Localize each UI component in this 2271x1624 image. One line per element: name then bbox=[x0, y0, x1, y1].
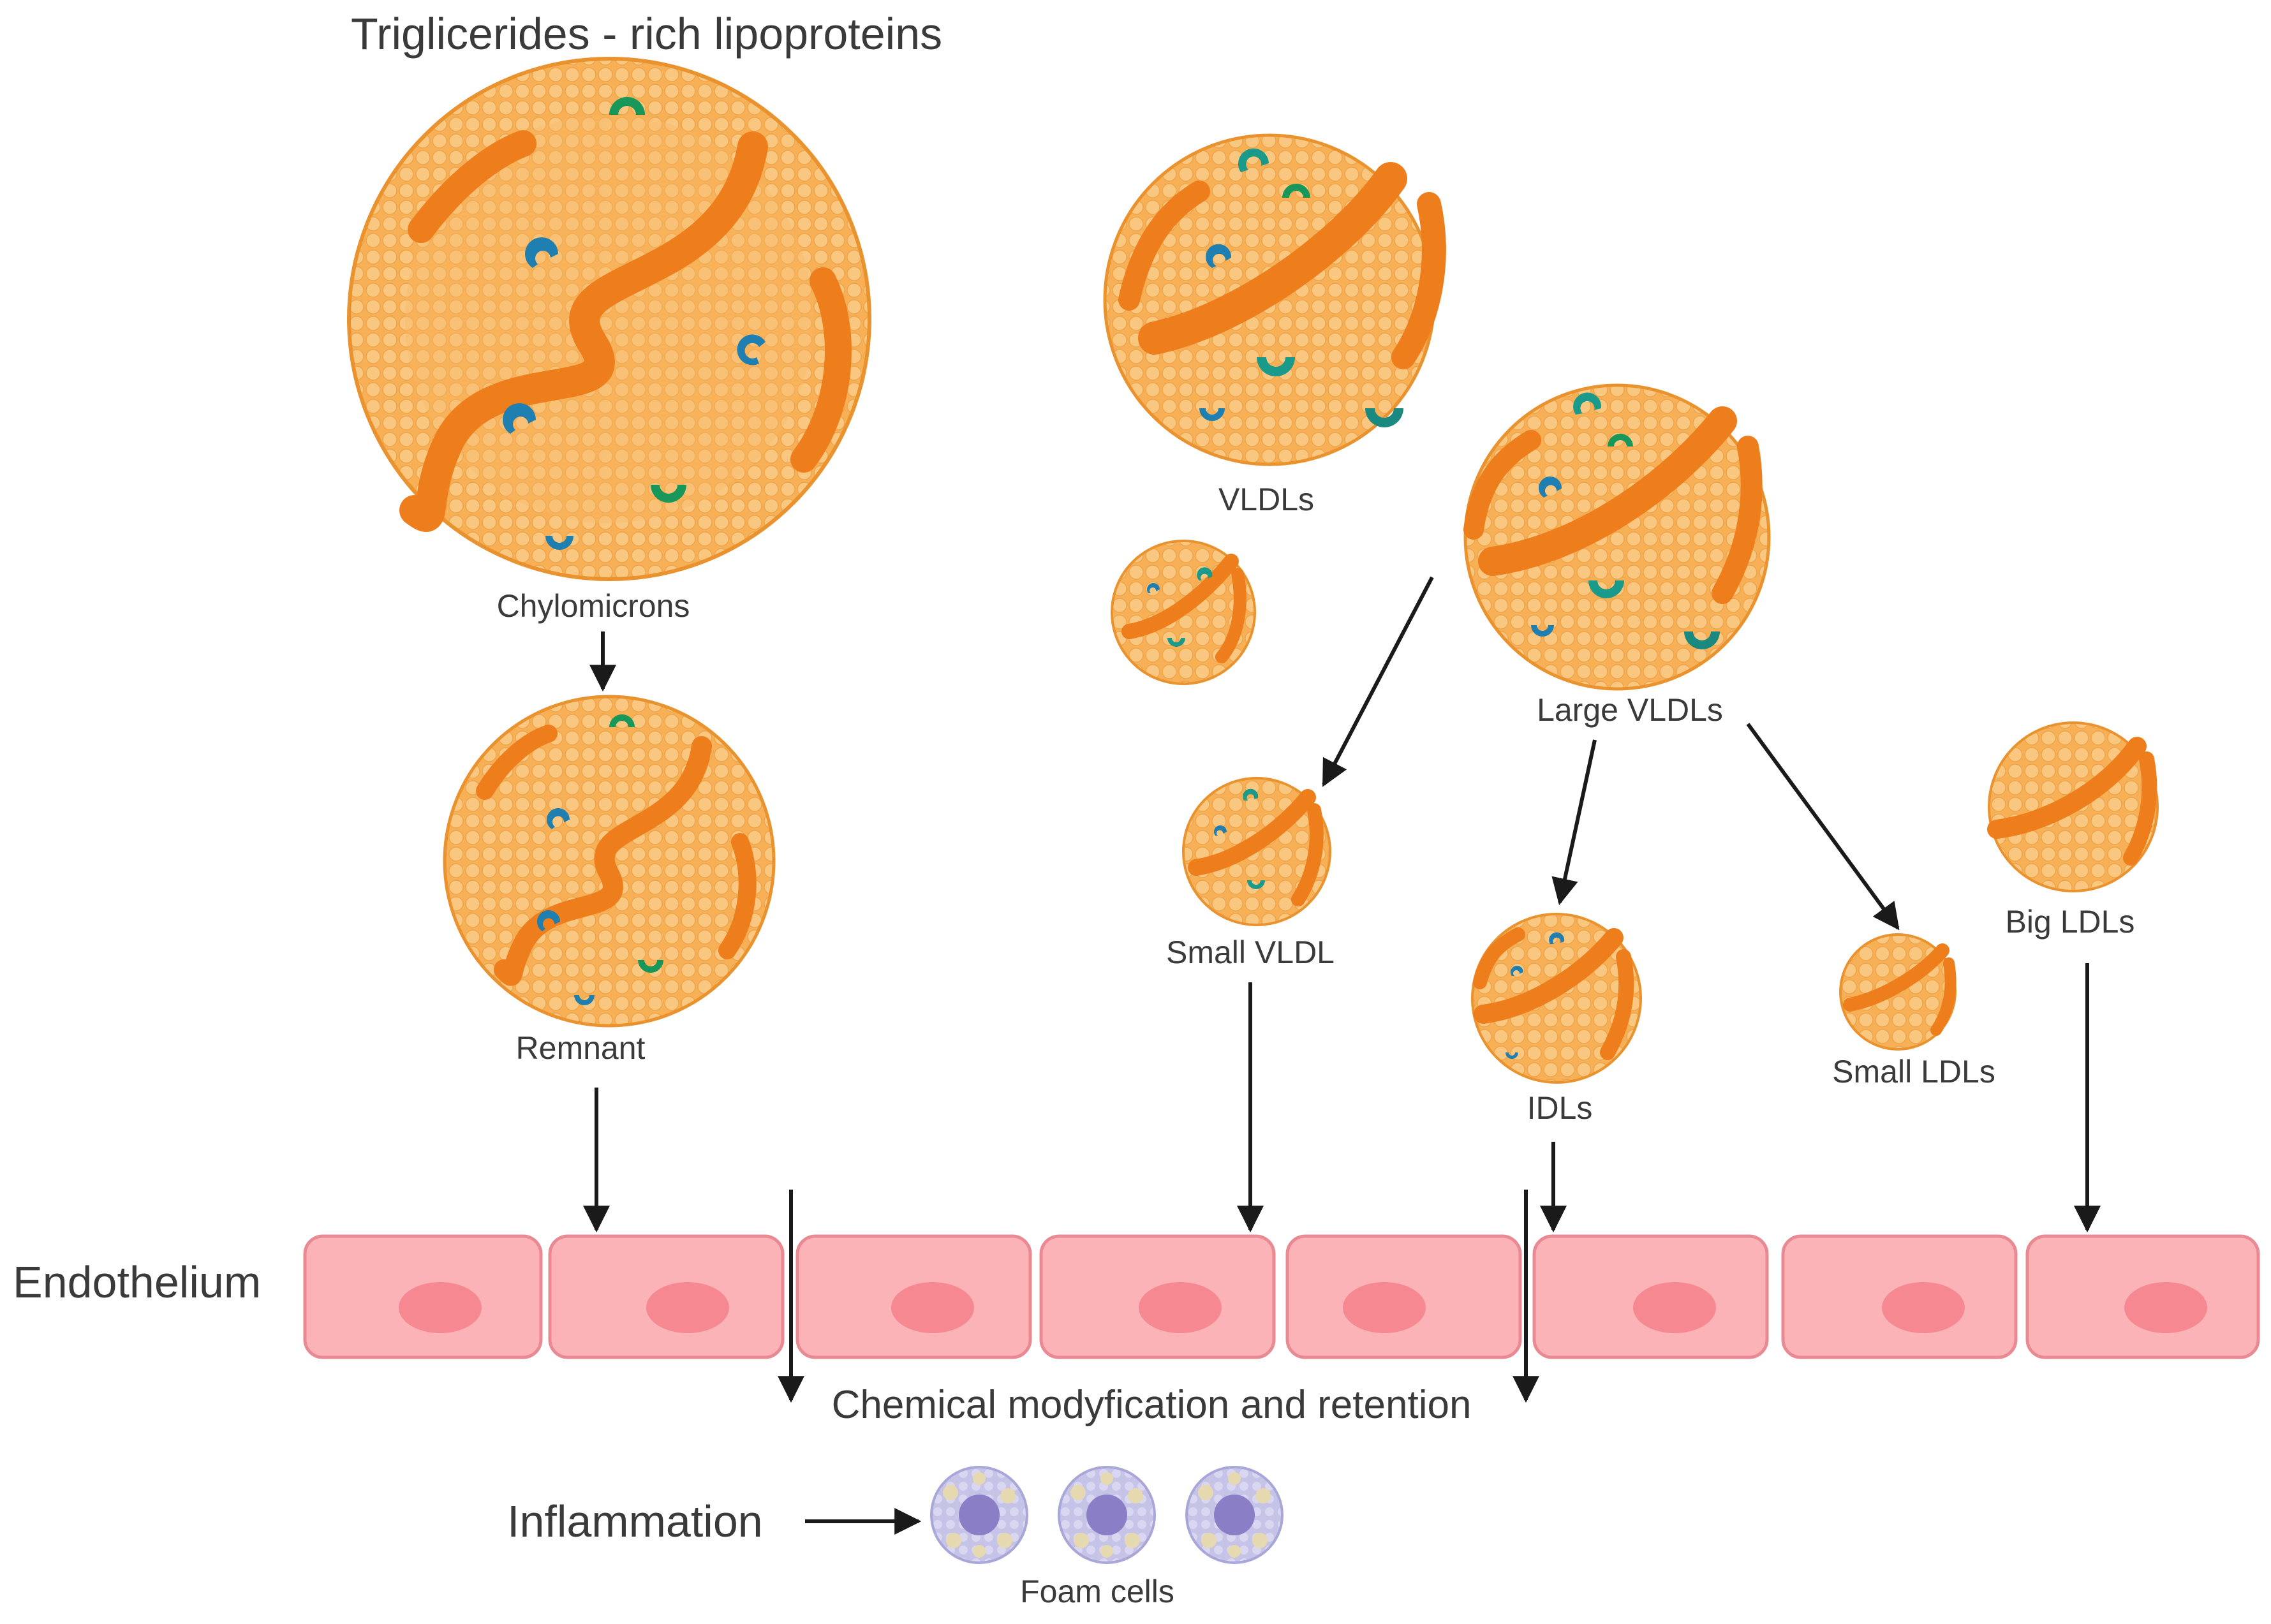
endothelium-layer bbox=[303, 1234, 2260, 1359]
big-ldl-particle bbox=[1987, 721, 2159, 892]
flow-arrows bbox=[583, 576, 2101, 1535]
foam-cell bbox=[1058, 1466, 1156, 1564]
label-large-vldls: Large VLDLs bbox=[1537, 692, 1723, 728]
label-idls: IDLs bbox=[1527, 1090, 1593, 1126]
vldl-particle bbox=[1103, 133, 1446, 466]
arrow-large-vldl-to-idl bbox=[1551, 739, 1597, 906]
foam-cells bbox=[930, 1466, 1283, 1564]
label-small-vldl: Small VLDL bbox=[1166, 934, 1335, 970]
label-chemical-modification: Chemical modyfication and retention bbox=[831, 1383, 1472, 1427]
small-particle bbox=[1111, 540, 1256, 685]
arrow-large-vldl-to-small-vldl bbox=[1322, 576, 1434, 787]
large-vldl-particle bbox=[1463, 383, 1771, 691]
label-endothelium: Endothelium bbox=[13, 1257, 262, 1307]
endothelial-cell bbox=[548, 1234, 785, 1359]
endothelial-cell bbox=[1781, 1234, 2018, 1359]
remnant-particle bbox=[443, 695, 776, 1028]
foam-cell bbox=[930, 1466, 1028, 1564]
endothelial-cell bbox=[1532, 1234, 1769, 1359]
chylomicron-particle bbox=[347, 57, 871, 581]
endothelial-cell bbox=[303, 1234, 543, 1359]
label-big-ldls: Big LDLs bbox=[2005, 904, 2135, 940]
label-chylomicrons: Chylomicrons bbox=[496, 588, 690, 624]
endothelial-cell bbox=[795, 1234, 1032, 1359]
diagram-title: Triglicerides - rich lipoproteins bbox=[351, 9, 943, 59]
idl-particle bbox=[1471, 913, 1642, 1084]
label-vldls: VLDLs bbox=[1218, 482, 1315, 517]
small-ldl-particle bbox=[1839, 933, 1957, 1051]
endothelial-cell bbox=[1039, 1234, 1276, 1359]
endothelial-cell bbox=[2025, 1234, 2260, 1359]
small-vldl-particle bbox=[1182, 777, 1331, 926]
endothelial-cell bbox=[1285, 1234, 1522, 1359]
arrow-large-vldl-to-small-ldl bbox=[1746, 723, 1900, 931]
label-small-ldls: Small LDLs bbox=[1832, 1054, 1995, 1089]
foam-cell bbox=[1185, 1466, 1283, 1564]
label-foam-cells: Foam cells bbox=[1020, 1574, 1174, 1609]
label-remnant: Remnant bbox=[515, 1030, 646, 1066]
label-inflammation: Inflammation bbox=[507, 1496, 763, 1546]
